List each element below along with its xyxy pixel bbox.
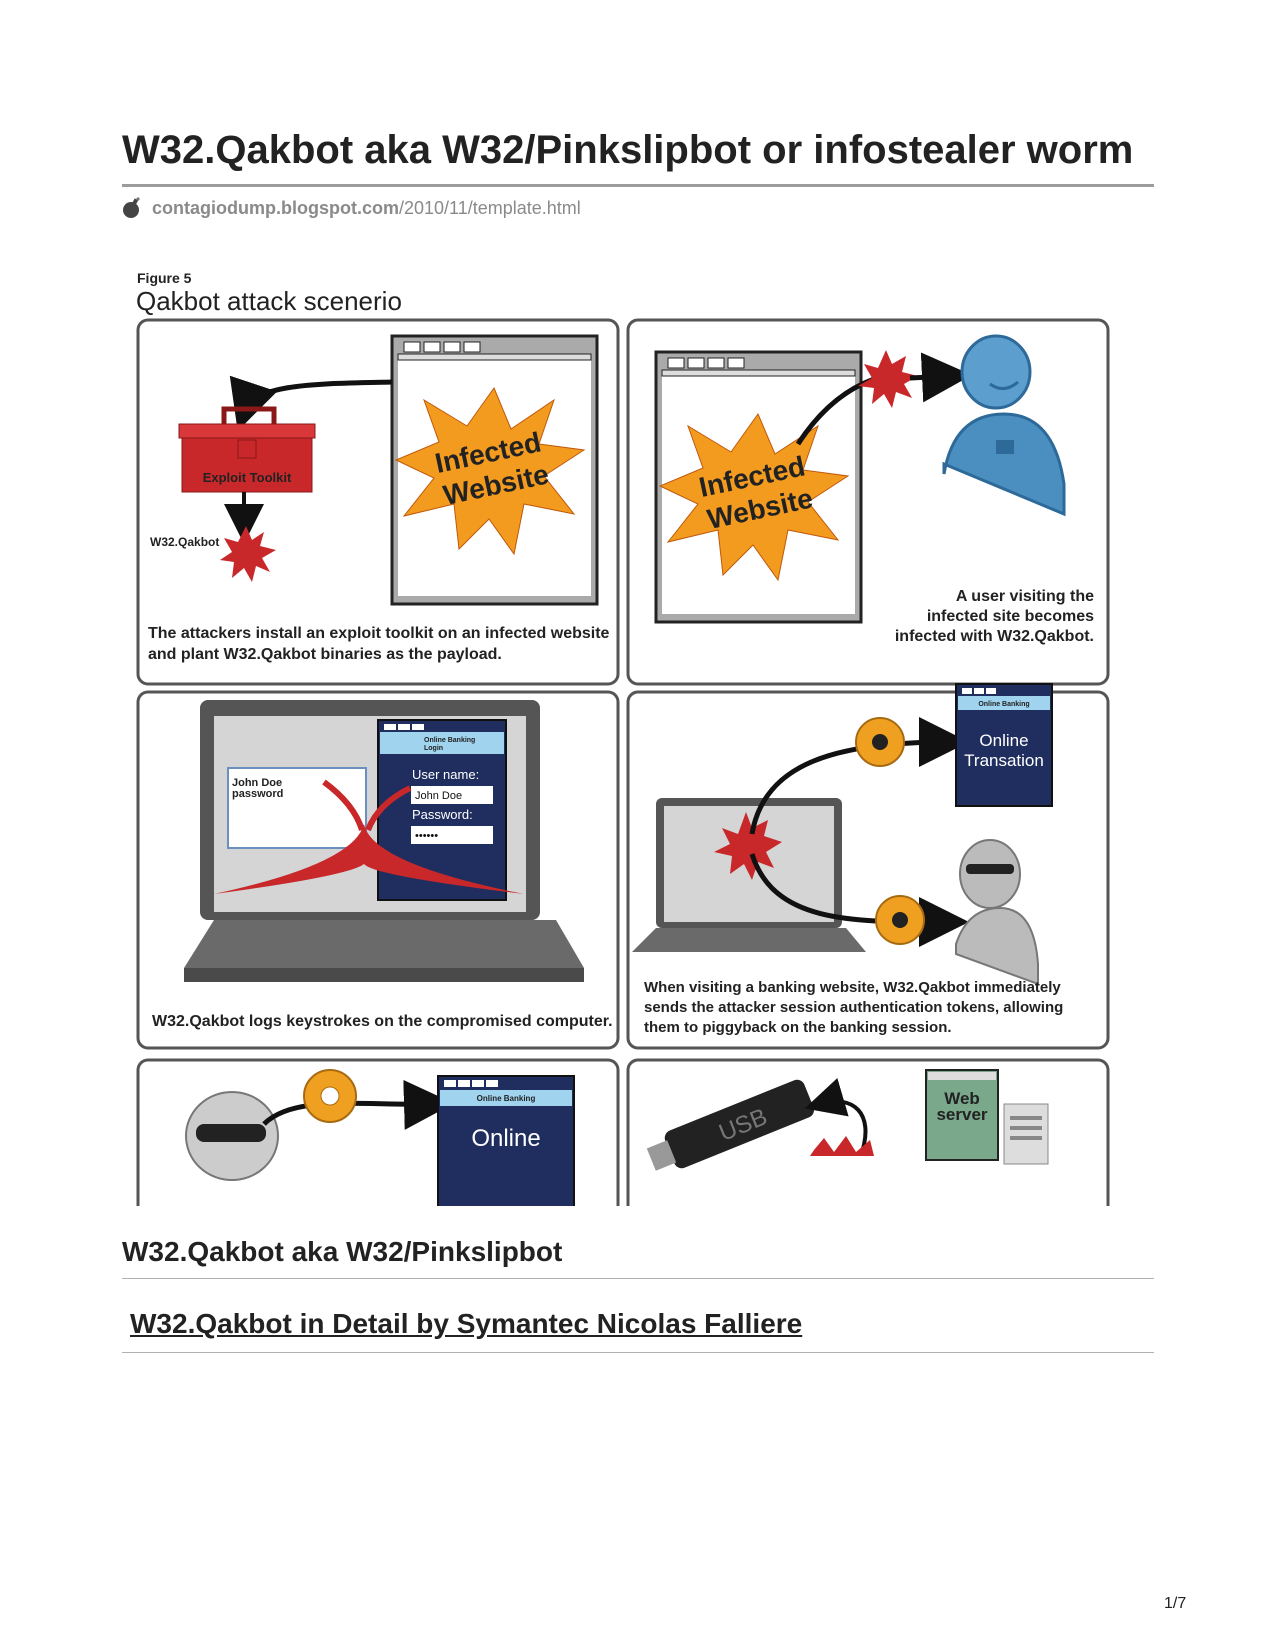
section-divider	[122, 1278, 1154, 1279]
arrow	[749, 717, 969, 835]
arrow	[909, 352, 972, 403]
notepad-line-2: password	[232, 788, 283, 800]
server-icon	[925, 1069, 1049, 1165]
section-heading: W32.Qakbot aka W32/Pinkslipbot	[122, 1236, 563, 1267]
panel-1-caption-2: and plant W32.Qakbot binaries as the pay…	[148, 646, 502, 663]
panel-4-caption-2: sends the attacker session authenticatio…	[644, 999, 1063, 1016]
arrow	[322, 779, 365, 831]
keylogger-splash	[214, 824, 524, 894]
malware-burst-icon	[220, 526, 276, 582]
arrow	[365, 785, 412, 832]
bank-header-1: Online Banking	[424, 737, 475, 744]
token-icon	[855, 717, 905, 767]
panel-2-caption-3: infected with W32.Qakbot.	[895, 628, 1094, 645]
source-line: contagiodump.blogspot.com/2010/11/templa…	[122, 196, 581, 220]
user-icon	[942, 334, 1066, 517]
source-domain: contagiodump.blogspot.com	[152, 197, 399, 218]
usb-stick-icon	[646, 1079, 815, 1171]
malware-burst-icon	[858, 350, 918, 408]
notepad-line-1: John Doe	[232, 777, 282, 789]
bank-header: Online Banking	[477, 1094, 536, 1103]
panel-3: John Doe password Online Banking Login U…	[136, 690, 620, 1050]
symantec-detail-link[interactable]: W32.Qakbot in Detail by Symantec Nicolas…	[130, 1308, 803, 1339]
panel-4-caption-1: When visiting a banking website, W32.Qak…	[644, 979, 1061, 996]
token-icon	[303, 1069, 357, 1123]
payload-label: W32.Qakbot	[150, 535, 219, 549]
panel-2-caption-1: A user visiting the	[956, 588, 1094, 605]
panel-1: Infected Website Exploit Toolkit W32.Qak…	[136, 318, 620, 686]
panel-5: Online Banking Online	[136, 1058, 620, 1206]
panel-1-caption-1: The attackers install an exploit toolkit…	[148, 625, 610, 642]
panel-3-caption: W32.Qakbot logs keystrokes on the compro…	[152, 1013, 613, 1030]
bank-header: Online Banking	[978, 701, 1029, 708]
attack-scenario-diagram: Infected Website Exploit Toolkit W32.Qak…	[136, 318, 1110, 1206]
username-value: John Doe	[415, 790, 462, 802]
screen-line-1: Online	[471, 1125, 540, 1152]
password-value: ••••••	[415, 830, 438, 842]
password-label: Password:	[412, 807, 473, 822]
token-icon	[875, 895, 925, 945]
figure-label: Figure 5	[137, 270, 192, 286]
panel-2-caption-2: infected site becomes	[927, 608, 1094, 625]
malware-burst-icon	[714, 812, 782, 880]
attacker-icon	[955, 839, 1039, 986]
screen-line-2: Transation	[964, 751, 1044, 770]
figure-title: Qakbot attack scenerio	[136, 286, 402, 316]
panel-4-caption-3: them to piggyback on the banking session…	[644, 1019, 952, 1036]
arrow	[229, 375, 393, 431]
username-label: User name:	[412, 767, 479, 782]
bank-header-2: Login	[424, 745, 443, 752]
title-divider	[122, 184, 1154, 187]
malware-burst-icon	[810, 1136, 874, 1156]
notepad-window	[227, 767, 367, 849]
toolkit-label: Exploit Toolkit	[203, 470, 292, 485]
server-line-1: Web	[944, 1089, 980, 1108]
panel-6: USB Web server	[626, 1058, 1110, 1206]
infected-starburst	[658, 412, 850, 582]
page-number: 1/7	[1164, 1595, 1187, 1612]
server-line-2: server	[936, 1105, 987, 1124]
attacker-icon	[185, 1091, 279, 1181]
screen-line-1: Online	[979, 731, 1028, 750]
source-path: /2010/11/template.html	[398, 197, 581, 218]
panel-4: Online Banking Online Transation When vi…	[626, 683, 1110, 1050]
panel-2: Infected Website A user visiting the inf…	[626, 318, 1110, 686]
arrow	[804, 1078, 868, 1153]
infected-starburst	[394, 386, 586, 556]
toolbox-icon	[178, 406, 316, 493]
bank-window	[955, 683, 1053, 807]
link-divider	[122, 1352, 1154, 1353]
bank-window	[437, 1075, 575, 1206]
page-title: W32.Qakbot aka W32/Pinkslipbot or infost…	[122, 128, 1134, 172]
bomb-icon	[123, 197, 140, 218]
figure-image: Infected Website Exploit Toolkit W32.Qak…	[134, 264, 1124, 1206]
